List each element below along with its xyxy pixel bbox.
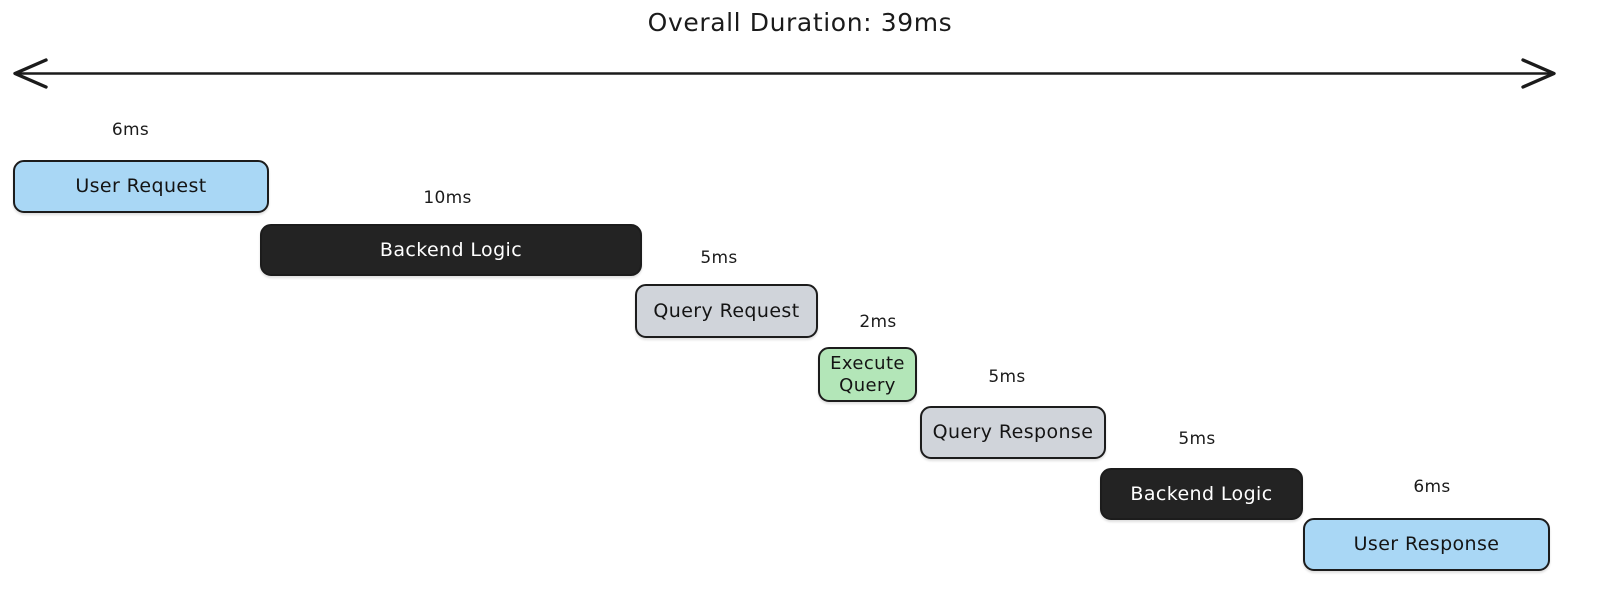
axis-arrowhead-right: [1521, 58, 1556, 89]
timeline-bar-label: Query Request: [653, 299, 800, 322]
timeline-bar-label: Backend Logic: [379, 238, 523, 261]
timeline-bar-label: Query Response: [932, 421, 1094, 444]
timeline-bar[interactable]: Backend Logic: [260, 224, 642, 276]
timeline-bar[interactable]: User Request: [13, 160, 269, 213]
timeline-bar[interactable]: Query Request: [635, 284, 818, 338]
bar-duration-label: 6ms: [111, 120, 150, 140]
bar-duration-label: 5ms: [1178, 429, 1216, 449]
axis-arrowhead-left: [13, 58, 48, 89]
timeline-bar[interactable]: User Response: [1303, 518, 1550, 571]
bar-duration-label: 5ms: [988, 367, 1026, 387]
time-axis-arrow: [13, 58, 1556, 89]
bar-duration-label: 10ms: [423, 188, 472, 208]
timeline-bar-label: User Response: [1353, 533, 1500, 556]
bar-duration-label: 6ms: [1413, 477, 1451, 497]
timeline-bar-label: Backend Logic: [1130, 482, 1273, 505]
timeline-bar[interactable]: Query Response: [920, 406, 1106, 459]
timeline-bar-label: User Request: [75, 175, 207, 198]
timeline-bar[interactable]: Backend Logic: [1100, 468, 1303, 520]
page-title: Overall Duration: 39ms: [647, 8, 953, 37]
bar-duration-label: 5ms: [700, 248, 738, 268]
bar-duration-label: 2ms: [859, 312, 897, 332]
